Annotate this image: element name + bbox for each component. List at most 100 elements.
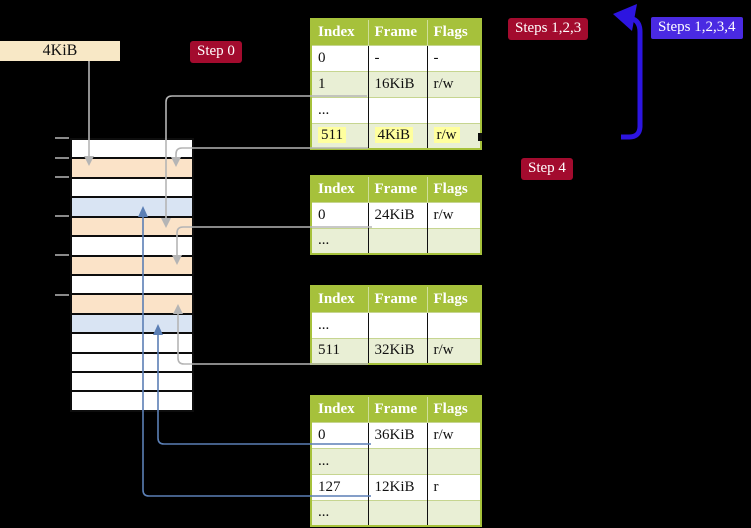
column-header-frame: Frame bbox=[367, 286, 427, 312]
cell-value: r/w bbox=[433, 342, 454, 359]
memory-cell-5 bbox=[72, 217, 192, 238]
table-cell: 32KiB bbox=[367, 337, 427, 364]
highlighted-cell-value: 511 bbox=[318, 127, 346, 144]
table-cell: r/w bbox=[426, 70, 481, 97]
page-size-label: 4KiB bbox=[0, 41, 120, 61]
cell-value: - bbox=[433, 49, 439, 66]
column-header-frame: Frame bbox=[367, 396, 427, 422]
cell-value: 511 bbox=[318, 342, 340, 359]
table-cell: ... bbox=[311, 447, 368, 474]
table-cell bbox=[426, 311, 481, 338]
address-tick bbox=[55, 293, 69, 296]
table-cell bbox=[367, 227, 427, 254]
column-header-index: Index bbox=[311, 286, 368, 312]
address-tick bbox=[55, 137, 69, 139]
cell-value: 0 bbox=[318, 49, 326, 66]
table-cell: r/w bbox=[426, 421, 481, 448]
cell-value: 36KiB bbox=[374, 426, 415, 443]
column-header-index: Index bbox=[311, 396, 368, 422]
memory-cell-11 bbox=[72, 334, 192, 354]
cell-value: r/w bbox=[433, 426, 454, 443]
loop-arrow-line bbox=[621, 16, 643, 140]
step-0-badge: Step 0 bbox=[190, 41, 242, 63]
memory-cell-14 bbox=[72, 392, 192, 412]
cell-value: ... bbox=[318, 316, 330, 333]
table-row: ... bbox=[311, 96, 481, 123]
cell-value: 16KiB bbox=[374, 75, 415, 92]
table-cell: r bbox=[426, 473, 481, 500]
table-cell: 1 bbox=[311, 70, 368, 97]
table-cell bbox=[367, 311, 427, 338]
table-row: 0 - - bbox=[311, 44, 481, 71]
table-cell: ... bbox=[311, 227, 368, 254]
column-header-flags: Flags bbox=[426, 286, 481, 312]
column-header-frame: Frame bbox=[367, 176, 427, 202]
cell-value: 32KiB bbox=[374, 342, 415, 359]
address-tick bbox=[55, 176, 69, 179]
table-cell bbox=[367, 447, 427, 474]
column-header-flags: Flags bbox=[426, 19, 481, 45]
cell-value: r/w bbox=[433, 75, 454, 92]
address-tick bbox=[55, 254, 69, 257]
memory-cell-9 bbox=[72, 295, 192, 315]
cell-value: ... bbox=[318, 452, 330, 469]
cell-value: ... bbox=[318, 232, 330, 249]
column-header-flags: Flags bbox=[426, 176, 481, 202]
table-row: ... bbox=[311, 499, 481, 526]
table-cell: 4KiB bbox=[367, 122, 427, 149]
table-cell: - bbox=[426, 44, 481, 71]
table-cell bbox=[426, 227, 481, 254]
cell-value: - bbox=[374, 49, 380, 66]
table-cell bbox=[426, 499, 481, 526]
table-cell: 12KiB bbox=[367, 473, 427, 500]
table-row: 511 4KiB r/w bbox=[311, 122, 481, 149]
table-cell: 0 bbox=[311, 421, 368, 448]
table-cell bbox=[367, 499, 427, 526]
table-row: ... bbox=[311, 311, 481, 338]
steps-123-badge: Steps 1,2,3 bbox=[508, 18, 589, 40]
memory-cell-2 bbox=[72, 159, 192, 179]
cell-value: 24KiB bbox=[374, 206, 415, 223]
address-tick bbox=[55, 156, 69, 159]
step-4-badge: Step 4 bbox=[521, 158, 573, 180]
memory-cell-6 bbox=[72, 237, 192, 257]
table-cell bbox=[426, 447, 481, 474]
steps-1234-badge: Steps 1,2,3,4 bbox=[651, 17, 743, 39]
table-edge-mark bbox=[478, 133, 482, 141]
highlighted-cell-value: 4KiB bbox=[374, 127, 414, 144]
table-cell: - bbox=[367, 44, 427, 71]
table-cell: ... bbox=[311, 96, 368, 123]
cell-value: ... bbox=[318, 504, 330, 521]
cell-value: r bbox=[433, 478, 439, 495]
table-cell bbox=[367, 96, 427, 123]
table-row: 0 24KiB r/w bbox=[311, 201, 481, 228]
memory-cell-4 bbox=[72, 198, 192, 218]
table-row: ... bbox=[311, 227, 481, 254]
loop-arrow-arrowhead-icon bbox=[613, 4, 637, 31]
column-header-index: Index bbox=[311, 176, 368, 202]
cell-value: 0 bbox=[318, 426, 326, 443]
column-header-flags: Flags bbox=[426, 396, 481, 422]
table-cell: 24KiB bbox=[367, 201, 427, 228]
table-cell: 0 bbox=[311, 44, 368, 71]
table-row: ... bbox=[311, 447, 481, 474]
table-cell: r/w bbox=[426, 122, 481, 149]
cell-value: 12KiB bbox=[374, 478, 415, 495]
table-cell: r/w bbox=[426, 337, 481, 364]
table-cell: ... bbox=[311, 499, 368, 526]
physical-memory-column bbox=[70, 138, 194, 412]
table-row: 1 16KiB r/w bbox=[311, 70, 481, 97]
table-cell bbox=[426, 96, 481, 123]
cell-value: 0 bbox=[318, 206, 326, 223]
table-row: 127 12KiB r bbox=[311, 473, 481, 500]
table-cell: 16KiB bbox=[367, 70, 427, 97]
cell-value: 127 bbox=[318, 478, 341, 495]
cell-value: 1 bbox=[318, 75, 326, 92]
table-cell: 511 bbox=[311, 122, 368, 149]
table-cell: r/w bbox=[426, 201, 481, 228]
address-tick bbox=[55, 215, 69, 218]
